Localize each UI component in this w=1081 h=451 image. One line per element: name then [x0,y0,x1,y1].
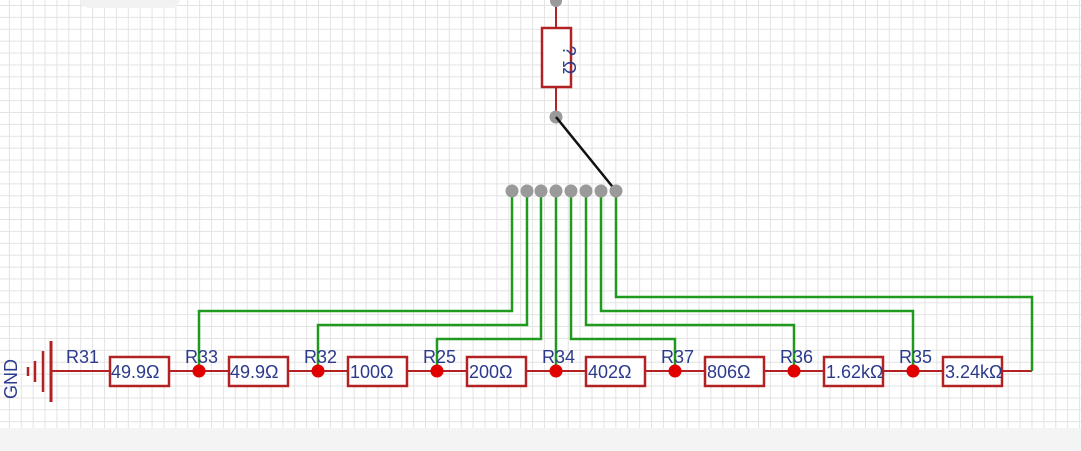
resistor-value: 1.62kΩ [826,362,884,382]
junction-dot[interactable] [311,364,325,378]
resistor-body[interactable] [227,355,290,388]
resistor-value: 402Ω [588,362,632,382]
resistor-r32[interactable]: R32 100Ω [304,347,409,388]
top-resistor-value: ? Ω [559,46,579,74]
switch-pins [505,184,623,198]
switch-pin-6[interactable] [579,184,593,198]
resistor-value: 49.9Ω [230,362,279,382]
resistor-name: R34 [542,347,575,367]
resistor-body[interactable] [584,355,647,388]
junction-dot[interactable] [192,364,206,378]
ground-label: GND [1,359,21,399]
resistor-name: R32 [304,347,337,367]
resistor-body[interactable] [703,355,766,388]
resistor-r31[interactable]: R31 49.9Ω [66,347,171,388]
resistor-body[interactable] [822,355,885,388]
switch-pin-8[interactable] [609,184,623,198]
resistor-value: 3.24kΩ [945,362,1003,382]
resistor-name: R37 [661,347,694,367]
junction-dot[interactable] [430,364,444,378]
resistor-r34[interactable]: R34 402Ω [542,347,647,388]
tap-wire-7[interactable] [599,191,915,371]
resistor-name: R33 [185,347,218,367]
resistor-body[interactable] [465,355,528,388]
tap-wire-8[interactable] [614,191,1034,371]
resistor-body[interactable] [346,355,409,388]
top-pin-upper[interactable] [550,0,562,7]
resistor-r35[interactable]: R35 3.24kΩ [899,347,1004,388]
toolbar-edge [80,0,180,8]
junction-dot[interactable] [906,364,920,378]
resistor-value: 49.9Ω [111,362,160,382]
junction-dot[interactable] [787,364,801,378]
resistor-body[interactable] [941,355,1004,388]
resistor-value: 200Ω [469,362,513,382]
resistor-name: R25 [423,347,456,367]
tap-wires [197,191,1034,371]
selector-wire[interactable] [555,116,617,192]
tap-wire-3[interactable] [435,191,543,371]
switch-pin-7[interactable] [594,184,608,198]
resistor-name: R31 [66,347,99,367]
resistor-name: R36 [780,347,813,367]
ground-symbol[interactable] [26,341,53,402]
resistor-r37[interactable]: R37 806Ω [661,347,766,388]
switch-pin-3[interactable] [534,184,548,198]
resistor-r25[interactable]: R25 200Ω [423,347,528,388]
tap-wire-6[interactable] [584,191,796,371]
switch-pin-2[interactable] [520,184,534,198]
switch-pin-4[interactable] [549,184,563,198]
resistor-r36[interactable]: R36 1.62kΩ [780,347,885,388]
junction-dot[interactable] [549,364,563,378]
switch-pin-1[interactable] [505,184,519,198]
resistor-value: 100Ω [350,362,394,382]
resistor-body[interactable] [108,355,171,388]
tap-wire-5[interactable] [569,191,677,371]
status-bar [0,428,1081,451]
tap-wire-2[interactable] [316,191,529,371]
junction-dot[interactable] [668,364,682,378]
resistor-name: R35 [899,347,932,367]
top-resistor-body[interactable] [540,26,573,89]
switch-pin-5[interactable] [564,184,578,198]
junctions [192,364,920,378]
resistor-value: 806Ω [707,362,751,382]
tap-wire-1[interactable] [197,191,514,371]
resistor-r33[interactable]: R33 49.9Ω [185,347,290,388]
